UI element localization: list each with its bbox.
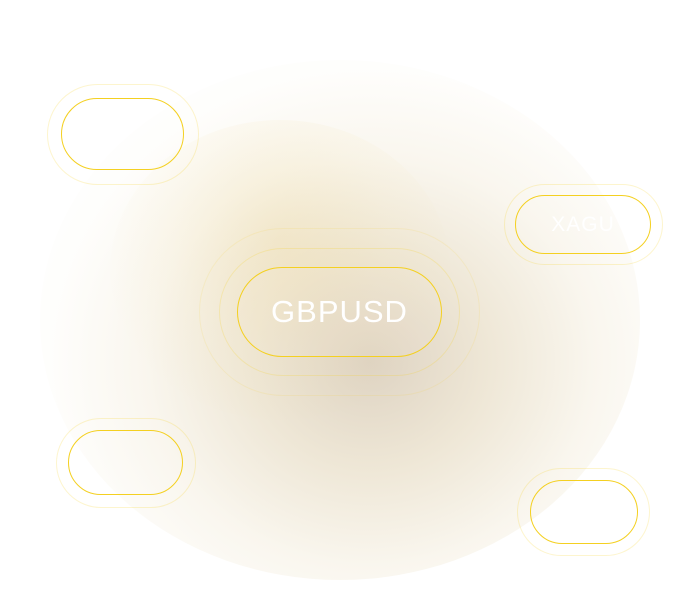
pair-node-label: GBPUSD (271, 294, 408, 329)
pair-node-right[interactable]: XAGU (515, 195, 651, 254)
pair-node-label (69, 431, 182, 494)
pair-node-bottom-left[interactable] (68, 430, 183, 495)
pair-node-label (62, 99, 183, 169)
pair-node-bottom-right[interactable] (530, 480, 638, 544)
pair-node-label: XAGU (551, 212, 615, 236)
pair-node-top-left[interactable] (61, 98, 184, 170)
pair-node-label (531, 481, 637, 543)
pair-node-center[interactable]: GBPUSD (237, 267, 442, 357)
